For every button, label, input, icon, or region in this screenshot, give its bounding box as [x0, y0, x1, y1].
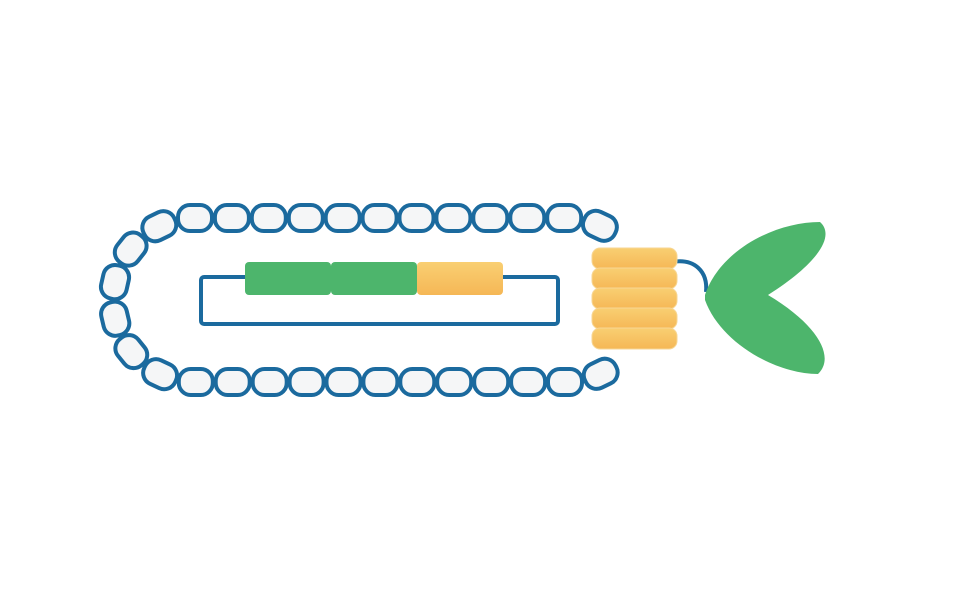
- segment-green-1: [245, 262, 331, 295]
- collar-ring: [591, 307, 678, 330]
- capsid-bead-chain: [98, 203, 620, 397]
- capsid-bead: [99, 299, 132, 338]
- capsid-bead: [361, 367, 400, 397]
- collar-ring: [591, 267, 678, 290]
- capsid-bead: [581, 356, 620, 391]
- segment-green-2: [331, 262, 417, 295]
- capsid-bead: [580, 208, 619, 243]
- capsid-bead: [435, 367, 474, 397]
- capsid-bead: [286, 203, 325, 233]
- capsid-bead: [546, 367, 584, 397]
- capsid-bead: [360, 203, 399, 233]
- capsid-bead: [323, 203, 362, 233]
- capsid-bead: [545, 203, 584, 233]
- capsid-bead: [213, 367, 252, 397]
- capsid-bead: [324, 367, 363, 397]
- capsid-bead: [287, 367, 326, 397]
- capsid-bead: [141, 357, 180, 392]
- collar-ring: [591, 287, 678, 310]
- capsid-bead: [250, 367, 289, 397]
- capsid-bead: [176, 367, 215, 397]
- capsid-bead: [509, 367, 548, 397]
- capsid-bead: [471, 203, 510, 233]
- capsid-bead: [249, 203, 288, 233]
- collar-stack: [591, 247, 678, 350]
- capsid-bead: [508, 203, 547, 233]
- segment-orange: [417, 262, 503, 295]
- capsid-bead: [113, 333, 150, 371]
- genome-segments: [245, 262, 503, 295]
- capsid-bead: [140, 209, 179, 244]
- capsid-bead: [397, 203, 436, 233]
- tail-fins: [705, 222, 826, 374]
- capsid-bead: [112, 230, 149, 268]
- capsid-bead: [176, 203, 214, 233]
- capsid-bead: [398, 367, 437, 397]
- collar-ring: [591, 327, 678, 350]
- capsid-bead: [472, 367, 511, 397]
- collar-ring: [591, 247, 678, 270]
- capsid-bead: [98, 263, 132, 302]
- capsid-bead: [434, 203, 473, 233]
- capsid-bead: [212, 203, 251, 233]
